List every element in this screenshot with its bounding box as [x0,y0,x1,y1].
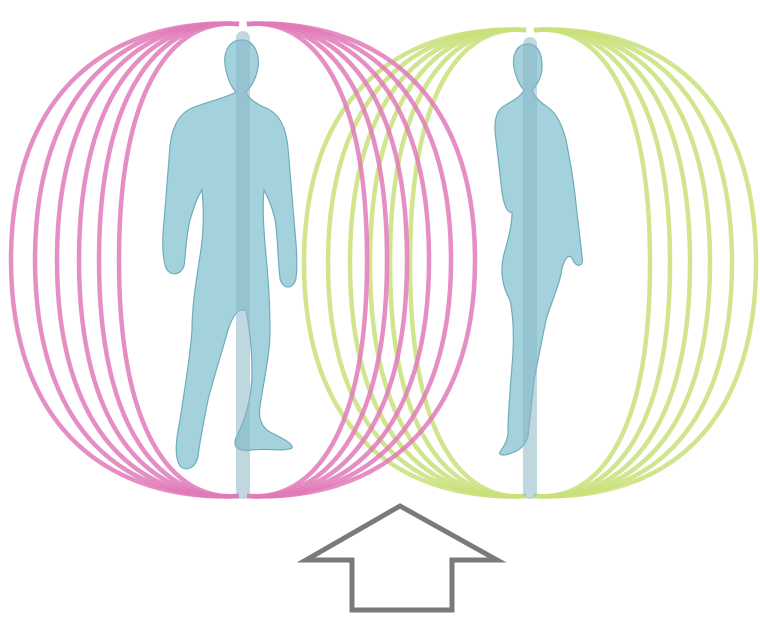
female-field-loop-left-1 [304,30,526,497]
male-figure [163,40,297,469]
male-body [163,40,297,469]
female-body [495,44,582,455]
female-field-loop-right-1 [534,30,756,497]
female-figure [495,44,582,455]
up-arrow-icon [306,506,497,610]
